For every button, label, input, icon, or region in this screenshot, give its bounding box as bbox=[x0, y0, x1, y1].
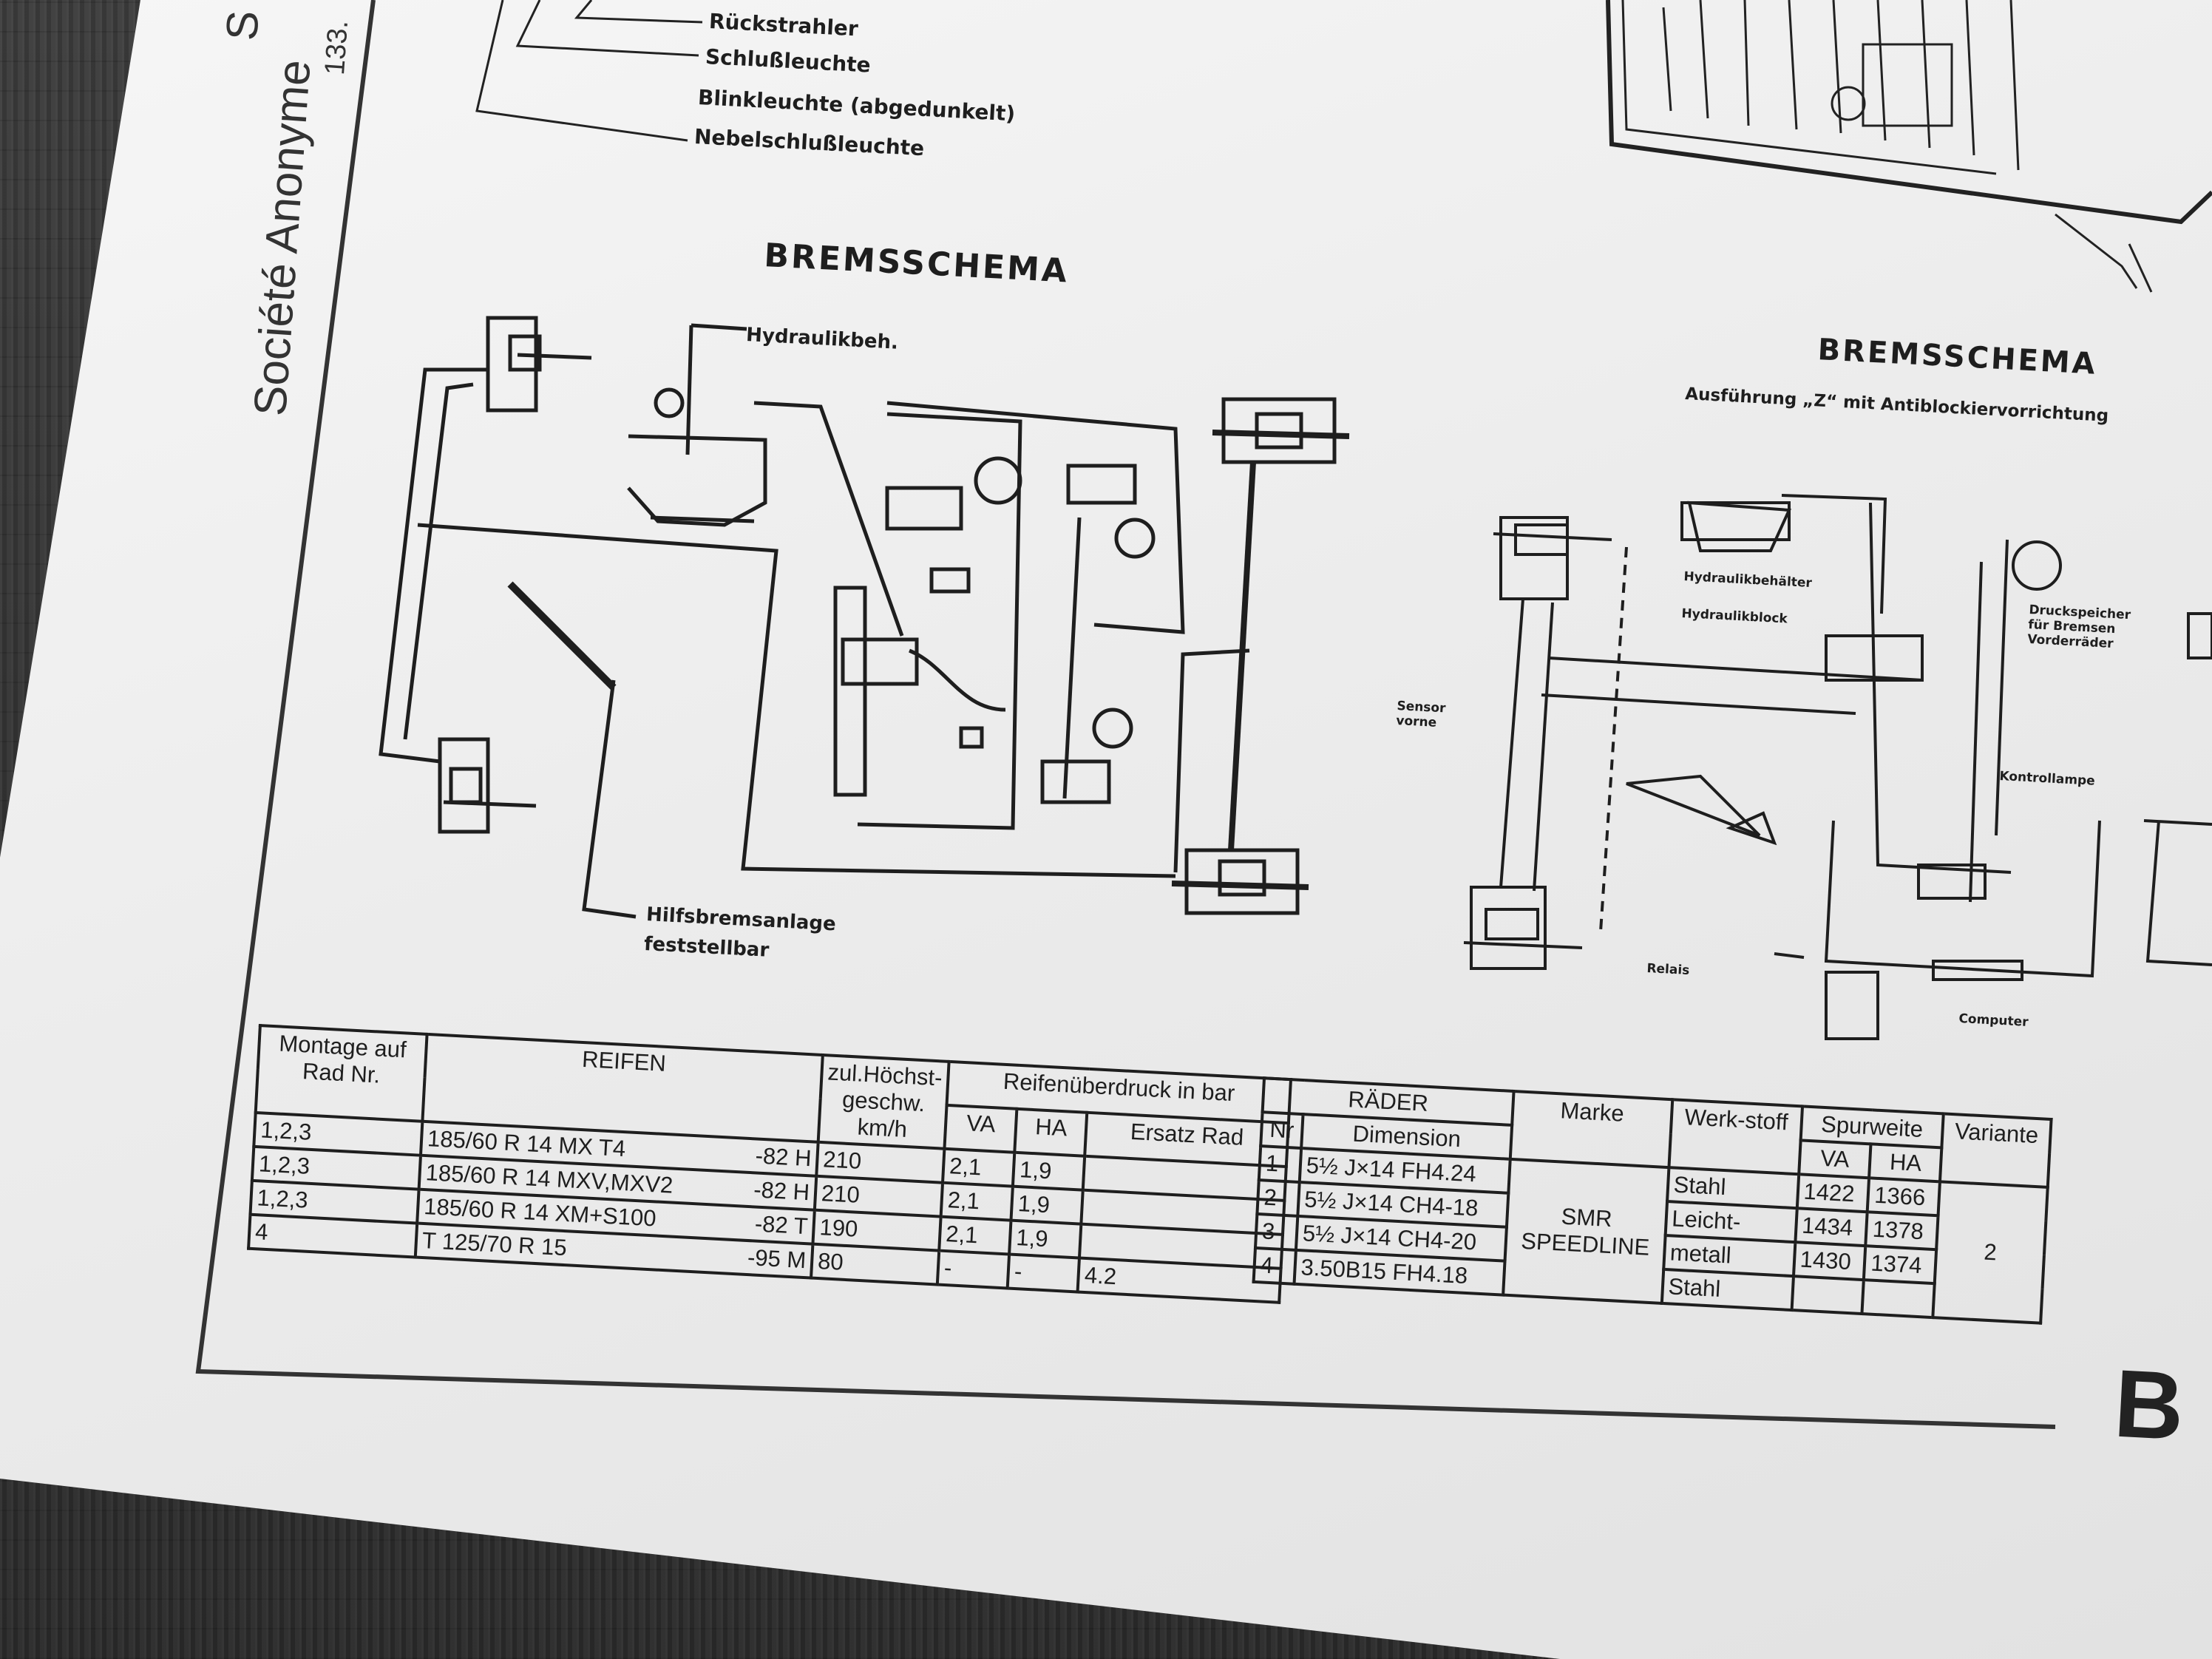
tire-code: -82 H bbox=[754, 1142, 812, 1172]
cell-va: - bbox=[937, 1250, 1010, 1289]
cell-variante: 2 bbox=[1933, 1181, 2048, 1323]
cell-track-va: 1434 bbox=[1795, 1208, 1868, 1246]
th-track-ha: HA bbox=[1869, 1144, 1942, 1182]
tire-code: -82 H bbox=[753, 1176, 811, 1206]
brake-schema-right bbox=[1463, 494, 2212, 1040]
cell-track-va: 1430 bbox=[1793, 1242, 1866, 1280]
th-marke: Marke bbox=[1510, 1090, 1672, 1168]
cell-track-va bbox=[1791, 1276, 1865, 1314]
label-sensor-front: Sensor vorne bbox=[1395, 699, 1446, 730]
car-cutaway-drawing bbox=[1606, 0, 2212, 293]
tire-size: 185/60 R 14 MX T4 bbox=[427, 1125, 627, 1162]
tire-size: T 125/70 R 15 bbox=[421, 1227, 568, 1261]
th-track-va: VA bbox=[1798, 1140, 1871, 1178]
wheel-table: RÄDER Marke Werk-stoff Spurweite Variant… bbox=[1252, 1076, 2052, 1325]
cell-ha: - bbox=[1007, 1254, 1080, 1292]
cell-track-ha bbox=[1862, 1280, 1936, 1318]
page-border bbox=[195, 0, 2056, 1429]
cell-nr: 2 bbox=[1257, 1180, 1300, 1216]
cell-marke: SMR SPEEDLINE bbox=[1503, 1158, 1669, 1303]
brake-schema-left bbox=[379, 316, 1350, 919]
label-relay: Relais bbox=[1646, 961, 1690, 979]
cell-ha: 1,9 bbox=[1013, 1152, 1085, 1190]
cell-ha: 1,9 bbox=[1009, 1220, 1082, 1258]
th-montage: Montage auf Rad Nr. bbox=[255, 1025, 427, 1122]
corner-letter: B bbox=[2111, 1348, 2187, 1461]
side-number: 133. bbox=[319, 19, 355, 76]
cell-ha: 1,9 bbox=[1011, 1186, 1084, 1224]
cell-va: 2,1 bbox=[939, 1216, 1011, 1255]
th-pressure-ha: HA bbox=[1014, 1108, 1088, 1156]
th-werkstoff: Werk-stoff bbox=[1669, 1099, 1802, 1175]
cell-va: 2,1 bbox=[940, 1182, 1014, 1221]
cell-track-va: 1422 bbox=[1797, 1174, 1870, 1212]
legend-leaders bbox=[475, 0, 703, 142]
cell-nr: 3 bbox=[1255, 1214, 1298, 1250]
cell-track-ha: 1378 bbox=[1865, 1212, 1938, 1250]
cell-material: Stahl bbox=[1661, 1269, 1794, 1311]
side-letter: S bbox=[216, 9, 268, 42]
label-accumulator: Druckspeicher für Bremsen Vorderräder bbox=[2026, 603, 2131, 652]
th-pressure-va: VA bbox=[944, 1105, 1017, 1153]
th-speed: zul.Höchst-geschw. km/h bbox=[818, 1054, 949, 1149]
cell-speed: 80 bbox=[811, 1244, 940, 1285]
cell-nr: 1 bbox=[1258, 1146, 1302, 1182]
cell-nr: 4 bbox=[1253, 1247, 1296, 1284]
cell-track-ha: 1374 bbox=[1864, 1246, 1937, 1284]
tire-code: -95 M bbox=[747, 1244, 807, 1274]
th-nr: Nr bbox=[1261, 1112, 1303, 1149]
th-variante: Variante bbox=[1940, 1113, 2052, 1187]
tire-code: -82 T bbox=[754, 1210, 809, 1240]
cell-track-ha: 1366 bbox=[1867, 1178, 1941, 1216]
cell-va: 2,1 bbox=[943, 1148, 1015, 1187]
